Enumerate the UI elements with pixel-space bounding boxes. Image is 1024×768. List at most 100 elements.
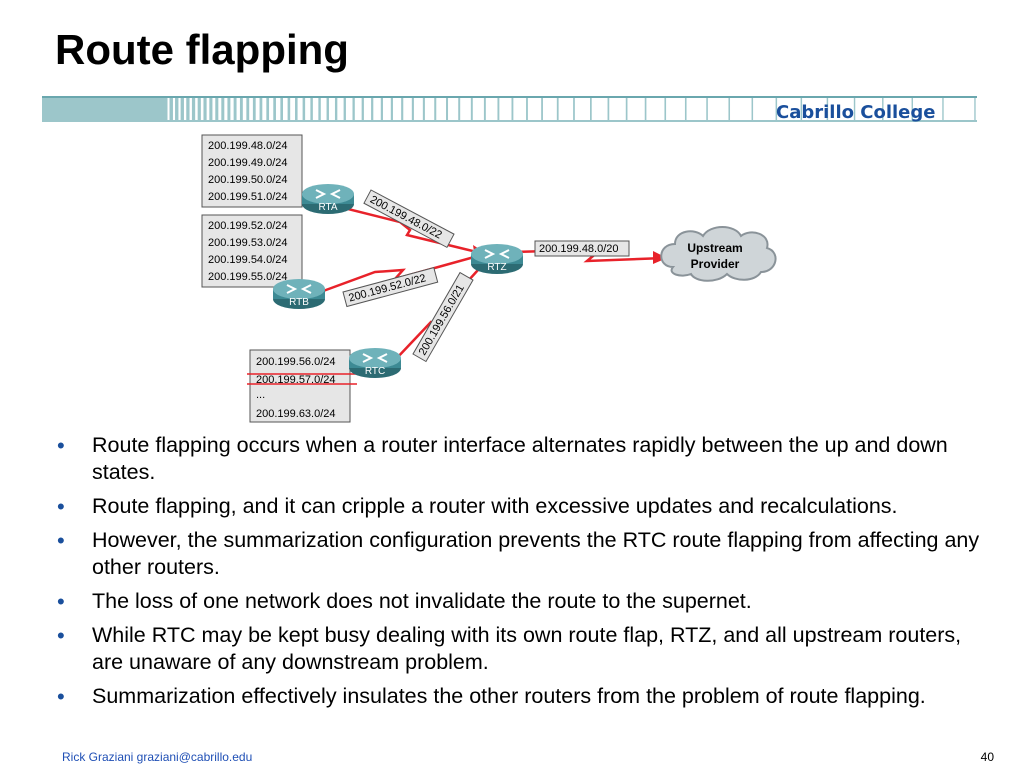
upstream-provider-cloud-icon: Upstream Provider: [660, 226, 777, 282]
router-rtb-icon: RTB: [273, 279, 325, 309]
svg-text:200.199.48.0/20: 200.199.48.0/20: [539, 243, 619, 255]
svg-text:RTA: RTA: [318, 202, 337, 213]
header-stripe: [169, 98, 173, 120]
header-stripe: [295, 98, 298, 120]
svg-text:RTC: RTC: [365, 366, 385, 377]
bullet-list: •Route flapping occurs when a router int…: [52, 432, 992, 717]
header-stripe: [590, 98, 592, 120]
header-stripe: [706, 98, 708, 120]
svg-text:200.199.56.0/21: 200.199.56.0/21: [417, 283, 467, 358]
bullet-item: •Route flapping occurs when a router int…: [57, 433, 948, 484]
bullet-item: •Route flapping, and it can cripple a ro…: [57, 494, 898, 519]
header-stripe: [197, 98, 201, 120]
cloud-label-line2: Provider: [691, 257, 740, 271]
header-stripe: [458, 98, 461, 120]
header-stripe: [302, 98, 306, 120]
header-stripe: [186, 98, 190, 120]
header-stripe: [215, 98, 219, 120]
header-stripe: [644, 98, 647, 120]
header-stripe: [974, 98, 976, 120]
header-stripe: [446, 98, 449, 120]
header-stripe: [310, 98, 313, 120]
rtb-net-3: 200.199.55.0/24: [208, 271, 288, 283]
svg-text:RTZ: RTZ: [487, 262, 506, 273]
bullet-item: •However, the summarization configuratio…: [57, 528, 980, 579]
rtc-net-2: ...: [256, 389, 265, 401]
header-stripe: [470, 98, 473, 120]
header-stripe: [942, 98, 944, 120]
rtc-net-0: 200.199.56.0/24: [256, 356, 336, 368]
header-stripe: [607, 98, 610, 120]
rta-network-list: 200.199.48.0/24 200.199.49.0/24 200.199.…: [201, 134, 303, 208]
slide-title: Route flapping: [55, 26, 349, 73]
header-stripe: [497, 98, 500, 120]
header-stripe: [280, 98, 283, 120]
header-stripe: [334, 98, 338, 120]
header-stripe: [390, 98, 393, 120]
header-stripe: [882, 98, 884, 120]
header-stripe: [252, 98, 256, 120]
header-stripe: [853, 98, 856, 120]
header-stripe: [227, 98, 231, 120]
header-stripe: [209, 98, 213, 120]
router-rta-icon: RTA: [302, 184, 354, 214]
header-stripe: [684, 98, 687, 120]
links: [314, 200, 666, 361]
header-stripe: [380, 98, 383, 120]
router-rtz-icon: RTZ: [471, 244, 523, 274]
summary-rtz: 200.199.48.0/20: [534, 240, 630, 257]
rtc-network-list: 200.199.56.0/24 200.199.57.0/24 ... 200.…: [247, 349, 357, 423]
header-stripe: [343, 98, 346, 120]
summary-rta: 200.199.48.0/22: [363, 189, 455, 249]
header-stripe: [751, 98, 754, 120]
header-stripe: [664, 98, 667, 120]
header-stripe: [775, 98, 778, 120]
header-stripe: [203, 98, 207, 120]
header-stripe: [175, 98, 179, 120]
header-stripe: [411, 98, 414, 120]
svg-text:RTB: RTB: [289, 297, 309, 308]
rta-net-0: 200.199.48.0/24: [208, 140, 288, 152]
rtb-net-1: 200.199.53.0/24: [208, 237, 288, 249]
rtb-network-list: 200.199.52.0/24 200.199.53.0/24 200.199.…: [201, 214, 303, 288]
footer-author: Rick Graziani graziani@cabrillo.edu: [62, 750, 253, 764]
header-stripe-band: [42, 96, 977, 122]
header-stripe: [191, 98, 196, 120]
rta-net-2: 200.199.50.0/24: [208, 174, 288, 186]
rta-net-1: 200.199.49.0/24: [208, 157, 288, 169]
rtc-net-3: 200.199.63.0/24: [256, 408, 336, 420]
header-stripe: [233, 98, 237, 120]
header-stripe: [401, 98, 404, 120]
header-stripe: [361, 98, 364, 120]
header-stripe: [246, 98, 250, 120]
header-stripe: [800, 98, 803, 120]
page-number: 40: [980, 750, 994, 764]
header-stripe: [434, 98, 437, 120]
header-stripe: [273, 98, 276, 120]
header-stripe: [180, 98, 184, 120]
header-stripe: [728, 98, 731, 120]
header-stripe: [511, 98, 514, 120]
header-stripe: [911, 98, 913, 120]
cloud-label-line1: Upstream: [687, 241, 742, 255]
header-stripe: [352, 98, 355, 120]
router-rtc-icon: RTC: [349, 348, 401, 378]
rta-net-3: 200.199.51.0/24: [208, 191, 288, 203]
bullet-item: •While RTC may be kept busy dealing with…: [57, 623, 962, 674]
header-stripe: [318, 98, 321, 120]
header-stripe: [259, 98, 263, 120]
header-stripe: [221, 98, 225, 120]
header-stripe: [625, 98, 628, 120]
arrowhead-upstream: [653, 251, 667, 264]
header-stripe: [556, 98, 559, 120]
header-stripe: [573, 98, 575, 120]
link-rta-rtz: [319, 200, 486, 256]
header-stripe: [266, 98, 270, 120]
header-stripe: [164, 98, 168, 120]
header-stripe: [826, 98, 829, 120]
brand-logo-text: Cabrillo College: [776, 102, 936, 123]
bullet-item: •The loss of one network does not invali…: [57, 589, 752, 614]
header-stripe: [541, 98, 543, 120]
header-stripe: [239, 98, 243, 120]
header-stripe: [371, 98, 374, 120]
